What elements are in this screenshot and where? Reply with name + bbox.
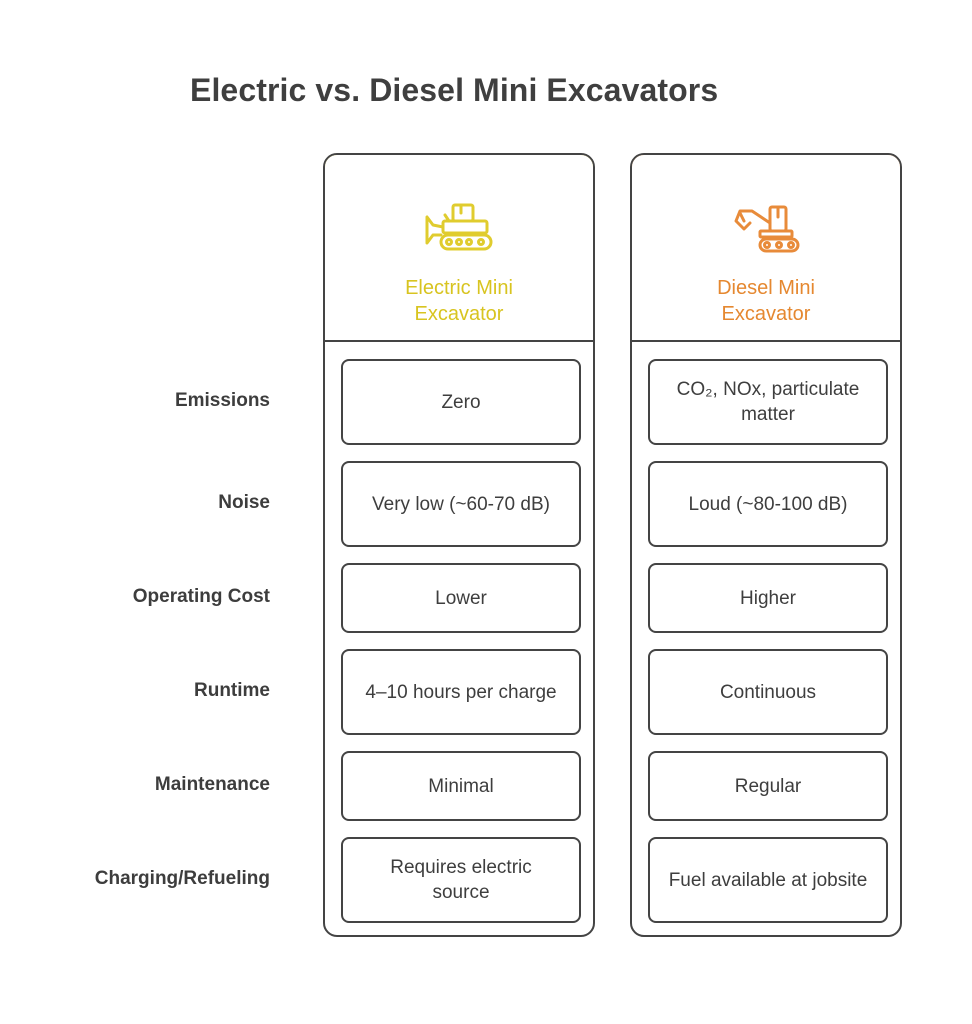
diesel-maintenance-cell: Regular bbox=[648, 751, 888, 821]
excavator-icon bbox=[734, 205, 800, 253]
row-label-noise: Noise bbox=[218, 492, 270, 513]
page-title: Electric vs. Diesel Mini Excavators bbox=[190, 72, 719, 108]
diesel-column: Diesel Mini Excavator CO₂, NOx, particul… bbox=[630, 153, 902, 937]
row-label-maintenance: Maintenance bbox=[154, 774, 270, 795]
diesel-emissions-cell: CO₂, NOx, particulate matter bbox=[648, 359, 888, 445]
electric-runtime-cell: 4–10 hours per charge bbox=[341, 649, 581, 735]
bulldozer-icon bbox=[425, 203, 493, 251]
electric-operating-cost-cell: Lower bbox=[341, 563, 581, 633]
electric-charging-cell: Requires electric source bbox=[341, 837, 581, 923]
row-label-charging-refueling: Charging/Refueling bbox=[94, 868, 270, 889]
header-divider bbox=[632, 340, 900, 342]
electric-column: Electric Mini Excavator Zero Very low (~… bbox=[323, 153, 595, 937]
diesel-runtime-cell: Continuous bbox=[648, 649, 888, 735]
row-label-operating-cost: Operating Cost bbox=[132, 586, 270, 607]
diesel-column-header: Diesel Mini Excavator bbox=[632, 155, 900, 342]
electric-emissions-cell: Zero bbox=[341, 359, 581, 445]
row-label-emissions: Emissions bbox=[174, 390, 270, 411]
electric-maintenance-cell: Minimal bbox=[341, 751, 581, 821]
electric-column-title: Electric Mini Excavator bbox=[405, 277, 513, 325]
diesel-noise-cell: Loud (~80-100 dB) bbox=[648, 461, 888, 547]
diesel-operating-cost-cell: Higher bbox=[648, 563, 888, 633]
diesel-column-title: Diesel Mini Excavator bbox=[717, 277, 815, 325]
header-divider bbox=[325, 340, 593, 342]
electric-column-header: Electric Mini Excavator bbox=[325, 155, 593, 342]
electric-noise-cell: Very low (~60-70 dB) bbox=[341, 461, 581, 547]
row-label-runtime: Runtime bbox=[194, 680, 270, 701]
diesel-refueling-cell: Fuel available at jobsite bbox=[648, 837, 888, 923]
